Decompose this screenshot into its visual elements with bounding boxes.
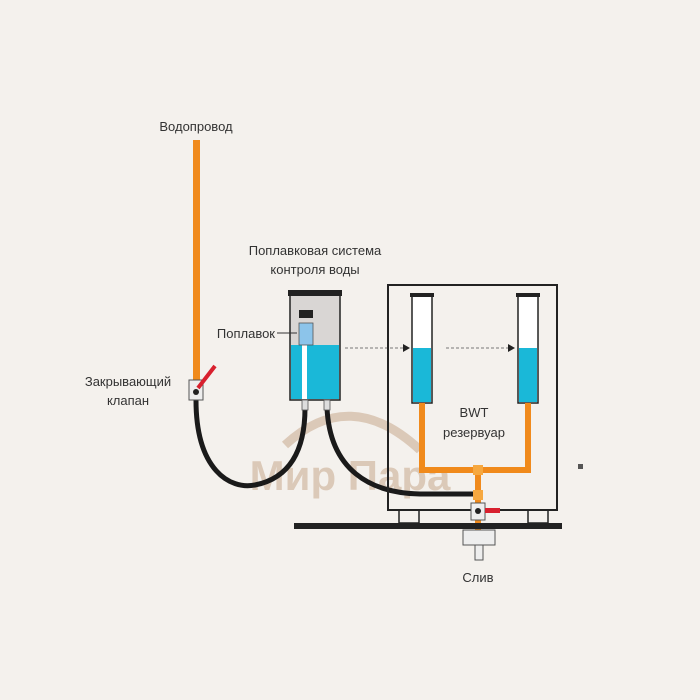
label-float: Поплавок (217, 326, 275, 341)
float-chamber (288, 290, 342, 411)
watermark: Мир Пара (250, 411, 451, 499)
label-drain: Слив (462, 570, 493, 585)
base-platform (294, 523, 562, 529)
hose-float-to-reservoir (324, 407, 478, 497)
float (298, 322, 314, 346)
label-water-supply: Водопровод (159, 119, 233, 134)
hose-supply-to-float (193, 399, 308, 489)
label-float-system-2: контроля воды (270, 262, 359, 277)
label-reservoir-1: BWT (460, 405, 489, 420)
supply-pipe (193, 140, 200, 385)
indicator-dot (578, 464, 583, 469)
label-reservoir-2: резервуар (443, 425, 505, 440)
flow-arrows (345, 344, 515, 352)
label-shutoff-valve-1: Закрывающий (85, 374, 171, 389)
shutoff-valve[interactable] (188, 364, 217, 401)
drain-fitting (462, 529, 496, 546)
label-float-system-1: Поплавковая система (249, 243, 382, 258)
svg-text:Мир Пара: Мир Пара (250, 452, 451, 499)
drain-valve[interactable] (470, 502, 500, 521)
label-shutoff-valve-2: клапан (107, 393, 149, 408)
bwt-reservoir-cabinet (387, 284, 558, 540)
